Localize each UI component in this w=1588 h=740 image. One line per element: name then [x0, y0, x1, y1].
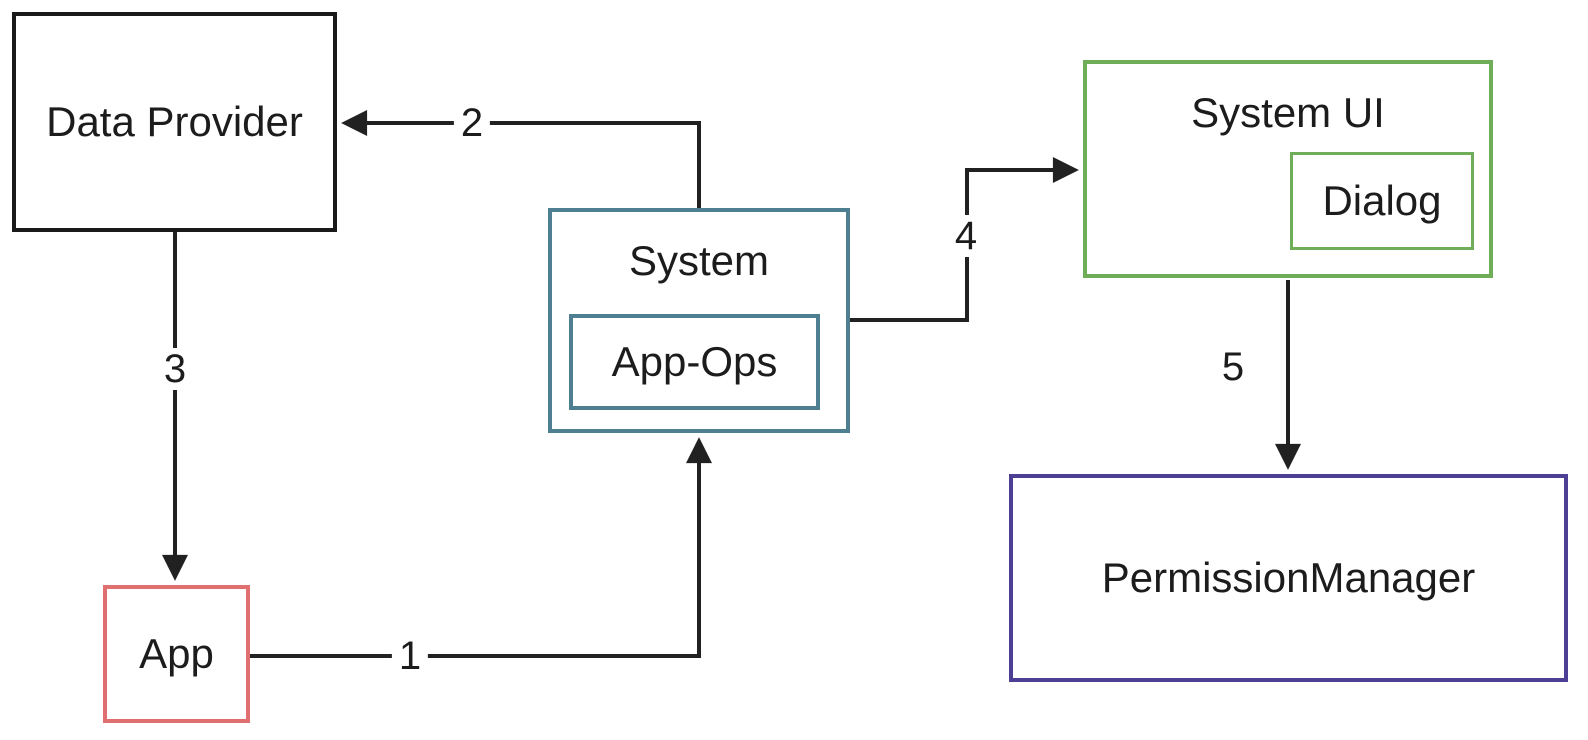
edge-1-label: 1: [391, 635, 429, 677]
node-data-provider-label: Data Provider: [46, 97, 303, 145]
edge-4-label: 4: [947, 215, 985, 257]
node-system-label: System: [628, 237, 770, 284]
node-dialog-label: Dialog: [1322, 176, 1442, 224]
edge-2-label: 2: [453, 102, 491, 144]
node-system-ui-label: System UI: [1191, 89, 1385, 136]
node-app: App: [103, 585, 250, 723]
edge-2-arrow: [341, 110, 701, 210]
edge-3-label: 3: [156, 348, 194, 390]
node-app-ops-label: App-Ops: [611, 337, 778, 385]
node-app-label: App: [139, 629, 214, 677]
node-data-provider: Data Provider: [12, 12, 337, 232]
edge-1-arrow: [250, 437, 712, 658]
node-app-ops: App-Ops: [569, 314, 820, 410]
node-dialog: Dialog: [1290, 152, 1474, 250]
edge-5-label: 5: [1214, 346, 1252, 388]
node-permission-manager-label: PermissionManager: [1101, 553, 1476, 601]
node-permission-manager: PermissionManager: [1009, 474, 1568, 682]
